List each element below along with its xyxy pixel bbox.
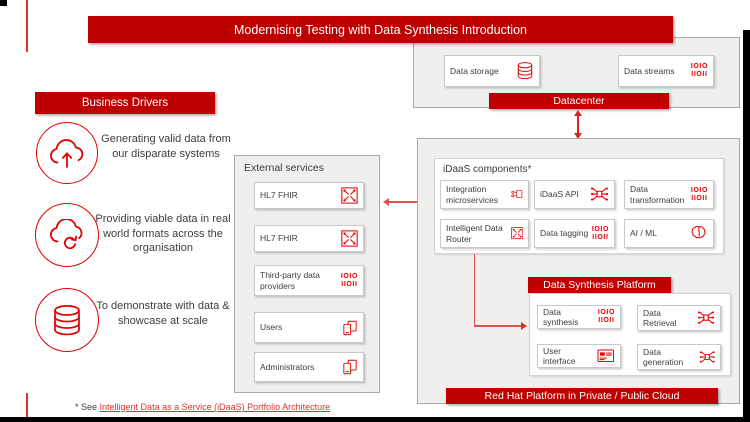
card-label: Users xyxy=(260,322,283,333)
administrators-card: Administrators xyxy=(254,352,364,382)
data-synthesis-platform-title: Data Synthesis Platform xyxy=(543,279,656,291)
api-icon xyxy=(590,187,609,202)
connector-external-idaas xyxy=(389,201,425,203)
microservices-icon xyxy=(511,190,523,199)
data-retrieval-card: Data Retrieval xyxy=(637,305,721,331)
cloud-sync-icon xyxy=(50,218,83,249)
hl7-fhir-card: HL7 FHIR xyxy=(254,182,364,209)
driver-3-text: To demonstrate with data & showcase at s… xyxy=(96,300,230,327)
user-interface-card: User interface xyxy=(537,344,621,368)
driver-1-text: Generating valid data from our disparate… xyxy=(101,133,231,160)
platform-container: iDaaS components* Integration microservi… xyxy=(417,138,740,404)
card-label: Integration microservices xyxy=(446,184,498,205)
external-services-title: External services xyxy=(244,162,324,174)
database-icon xyxy=(54,304,80,336)
card-label: Third-party data providers xyxy=(260,270,320,291)
datacenter-banner: Datacenter xyxy=(489,93,669,109)
database-icon xyxy=(517,62,533,80)
connector-idaas-dsp-horizontal xyxy=(473,325,522,327)
card-label: Data synthesis xyxy=(543,306,579,327)
idaas-architecture-link[interactable]: Intelligent Data as a Service (iDaaS) Po… xyxy=(99,402,331,412)
cloud-upload-icon xyxy=(50,138,84,168)
connector-datacenter-idaas xyxy=(577,115,579,134)
idaas-components-box: iDaaS components* Integration microservi… xyxy=(434,158,724,254)
integration-icon xyxy=(341,187,358,204)
integration-icon xyxy=(341,230,358,247)
card-label: Data generation xyxy=(643,346,684,367)
integration-microservices-card: Integration microservices xyxy=(440,180,529,209)
redhat-platform-banner: Red Hat Platform in Private / Public Clo… xyxy=(446,388,718,404)
card-label: Data Retrieval xyxy=(643,307,677,328)
redhat-platform-label: Red Hat Platform in Private / Public Clo… xyxy=(484,390,680,402)
idaas-api-card: iDaaS API xyxy=(534,180,615,209)
card-label: Data streams xyxy=(624,65,675,76)
red-guide-line-bottom xyxy=(26,393,28,417)
data-generation-card: Data generation xyxy=(637,344,721,370)
card-label: HL7 FHIR xyxy=(260,233,298,244)
intelligent-data-router-card: Intelligent Data Router xyxy=(440,219,529,248)
card-label: Administrators xyxy=(260,361,315,372)
external-services-box: External services HL7 FHIR HL7 FHIR xyxy=(234,155,380,393)
hl7-fhir-card: HL7 FHIR xyxy=(254,225,364,252)
top-left-edge-mark xyxy=(0,0,7,6)
ui-window-icon xyxy=(597,349,615,363)
right-edge-bar xyxy=(743,30,750,422)
driver-1-circle xyxy=(36,122,98,184)
api-icon xyxy=(697,311,715,325)
title-banner: Modernising Testing with Data Synthesis … xyxy=(88,16,673,43)
footnote-prefix: * See xyxy=(75,402,100,412)
card-label: Data storage xyxy=(450,65,499,76)
footnote: * See Intelligent Data as a Service (iDa… xyxy=(75,402,330,412)
business-drivers-title: Business Drivers xyxy=(81,97,169,109)
brain-icon xyxy=(691,226,706,239)
card-label: Data tagging xyxy=(540,228,589,239)
driver-2-text: Providing viable data in real world form… xyxy=(95,213,231,255)
users-card: Users xyxy=(254,312,364,343)
card-label: HL7 FHIR xyxy=(260,190,298,201)
slide-title: Modernising Testing with Data Synthesis … xyxy=(234,22,527,37)
arrowhead-up xyxy=(574,110,582,116)
card-label: Intelligent Data Router xyxy=(446,223,503,244)
card-label: iDaaS API xyxy=(540,189,579,200)
datacenter-label: Datacenter xyxy=(553,95,605,107)
data-storage-card: Data storage xyxy=(444,55,540,87)
driver-2-circle xyxy=(35,203,99,267)
integration-icon xyxy=(510,227,523,240)
arrowhead-down xyxy=(574,133,582,139)
connector-idaas-dsp-vertical xyxy=(473,254,475,326)
arrowhead-left xyxy=(383,197,389,206)
data-synthesis-platform-banner: Data Synthesis Platform xyxy=(528,277,671,293)
devices-icon xyxy=(343,320,357,335)
devices-icon xyxy=(343,359,357,375)
idaas-components-title: iDaaS components* xyxy=(443,164,532,175)
bottom-edge-bar xyxy=(0,417,750,422)
ai-ml-card: AI / ML xyxy=(624,219,714,248)
arrowhead-right xyxy=(521,322,527,330)
api-icon xyxy=(699,351,715,363)
driver-3-circle xyxy=(35,288,99,352)
card-label: Data transformation xyxy=(630,184,685,205)
red-guide-line-top xyxy=(26,0,28,52)
card-label: AI / ML xyxy=(630,228,657,239)
card-label: User interface xyxy=(543,345,576,366)
business-drivers-banner: Business Drivers xyxy=(35,92,215,114)
